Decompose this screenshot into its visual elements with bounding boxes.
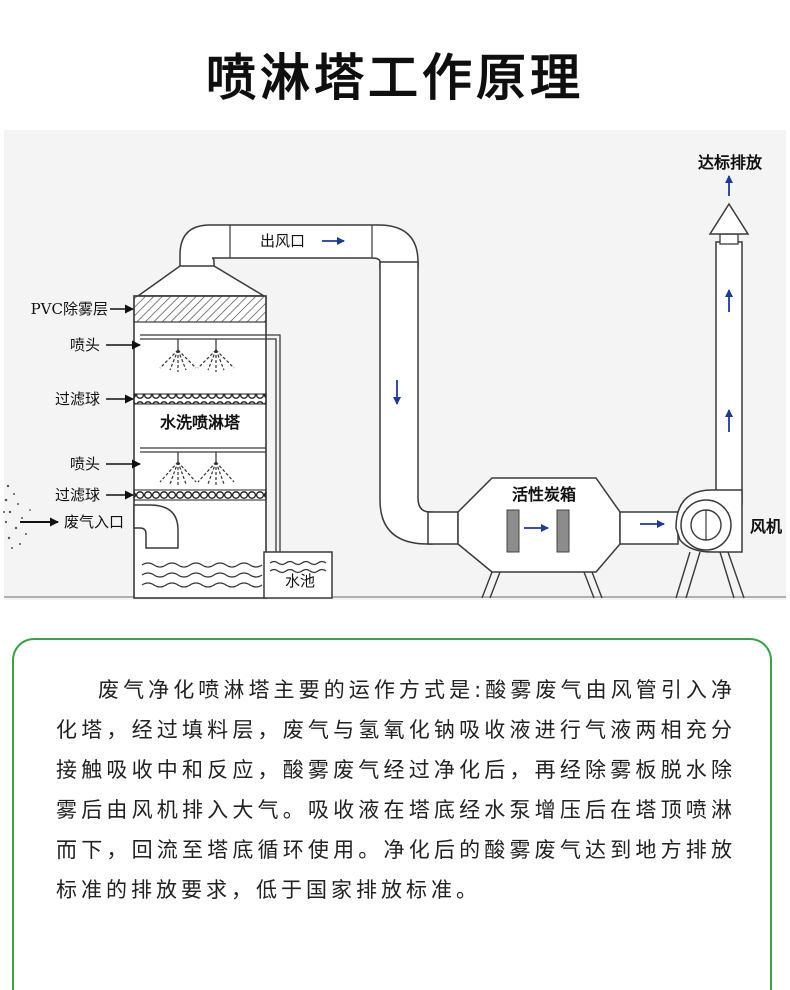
- flow-arrows: [322, 175, 733, 532]
- spray-nozzles-upper: [159, 339, 235, 372]
- recirculation-pipe: [140, 334, 281, 560]
- down-duct: [379, 261, 433, 545]
- spray-tower: [133, 295, 267, 599]
- filter-balls-lower: [133, 489, 267, 501]
- filter-top-label: 过滤球: [55, 390, 100, 408]
- description-text: 废气净化喷淋塔主要的运作方式是:酸雾废气由风管引入净化塔，经过填料层，废气与氢氧…: [56, 678, 736, 902]
- exhaust-stack: [708, 202, 750, 505]
- inlet-duct: [133, 504, 179, 549]
- carbon-box-label: 活性炭箱: [512, 485, 576, 504]
- pool-label: 水池: [285, 572, 315, 590]
- pvc-demister-layer: [133, 295, 267, 323]
- filter-bottom-label: 过滤球: [55, 486, 100, 504]
- description-box: 废气净化喷淋塔主要的运作方式是:酸雾废气由风管引入净化塔，经过填料层，废气与氢氧…: [12, 638, 772, 990]
- nozzle-top-label: 喷头: [70, 336, 100, 354]
- spray-nozzles-lower: [159, 452, 235, 486]
- duct-to-carbon: [427, 511, 459, 545]
- outlet-label: 出风口: [260, 232, 305, 250]
- discharge-label: 达标排放: [698, 153, 763, 172]
- tower-water: [141, 562, 263, 588]
- nozzle-bottom-label: 喷头: [70, 455, 100, 473]
- outlet-duct: [179, 224, 419, 269]
- fan: [675, 489, 745, 599]
- duct-to-fan: [619, 511, 679, 545]
- filter-balls-upper: [133, 393, 267, 405]
- page-title: 喷淋塔工作原理: [206, 49, 584, 107]
- water-pool: [263, 551, 333, 599]
- exhaust-particles: [3, 484, 31, 549]
- callout-arrows: [20, 304, 141, 527]
- tower-label: 水洗喷淋塔: [160, 413, 241, 432]
- pvc-layer-label: PVC除雾层: [31, 300, 108, 318]
- spray-tower-diagram: 水洗喷淋塔 水池 活性炭箱: [3, 153, 786, 599]
- tower-cap: [135, 265, 267, 297]
- fan-label: 风机: [750, 517, 782, 536]
- activated-carbon-box: [457, 477, 621, 599]
- inlet-label: 废气入口: [64, 513, 124, 531]
